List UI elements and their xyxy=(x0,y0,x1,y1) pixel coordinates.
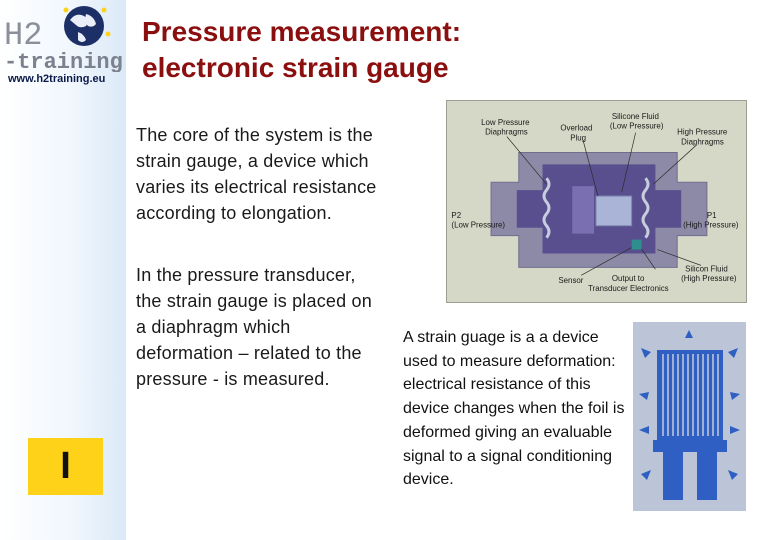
paragraph-core: The core of the system is the strain gau… xyxy=(136,125,377,223)
label-silicon-fluid-high-1: Silicon Fluid xyxy=(685,264,728,273)
logo-url: www.h2training.eu xyxy=(8,73,106,85)
label-high-pressure-diaphragms-2: Diaphragms xyxy=(681,138,724,147)
label-p1: P1 xyxy=(707,211,717,220)
section-number-badge: I xyxy=(28,438,103,495)
logo-training-text: -training xyxy=(4,50,123,72)
label-p1-sub: (High Pressure) xyxy=(683,221,739,230)
logo-h2-text: H2 xyxy=(4,17,42,54)
foil-grid-lines xyxy=(662,354,719,436)
strain-gauge-caption: A strain guage is a a device used to mea… xyxy=(403,329,625,489)
label-p2-sub: (Low Pressure) xyxy=(451,221,505,230)
label-low-pressure-diaphragms-2: Diaphragms xyxy=(485,128,528,137)
label-high-pressure-diaphragms-1: High Pressure xyxy=(677,128,728,137)
title-line-1: Pressure measurement: xyxy=(142,16,462,47)
label-output-2: Transducer Electronics xyxy=(588,284,669,293)
globe-icon xyxy=(63,6,111,46)
label-silicone-fluid-low-1: Silicone Fluid xyxy=(612,112,659,121)
label-overload-plug-1: Overload xyxy=(560,124,592,133)
strain-gauge-image xyxy=(633,322,746,511)
strain-arrows xyxy=(639,330,740,480)
sidebar: H2 -training www.h2training.eu I xyxy=(0,0,126,540)
h2-training-logo: H2 -training xyxy=(4,6,123,72)
label-silicone-fluid-low-2: (Low Pressure) xyxy=(610,122,664,131)
label-sensor: Sensor xyxy=(558,276,583,285)
label-low-pressure-diaphragms-1: Low Pressure xyxy=(481,118,530,127)
title-line-2: electronic strain gauge xyxy=(142,52,449,83)
paragraph-transducer: In the pressure transducer, the strain g… xyxy=(136,265,372,389)
slide-title: Pressure measurement: electronic strain … xyxy=(142,14,562,86)
label-output-1: Output to xyxy=(612,274,645,283)
pressure-transducer-diagram: Low Pressure Diaphragms Overload Plug Si… xyxy=(446,100,747,303)
label-silicon-fluid-high-2: (High Pressure) xyxy=(681,274,737,283)
label-p2: P2 xyxy=(451,211,461,220)
label-overload-plug-2: Plug xyxy=(570,134,586,143)
